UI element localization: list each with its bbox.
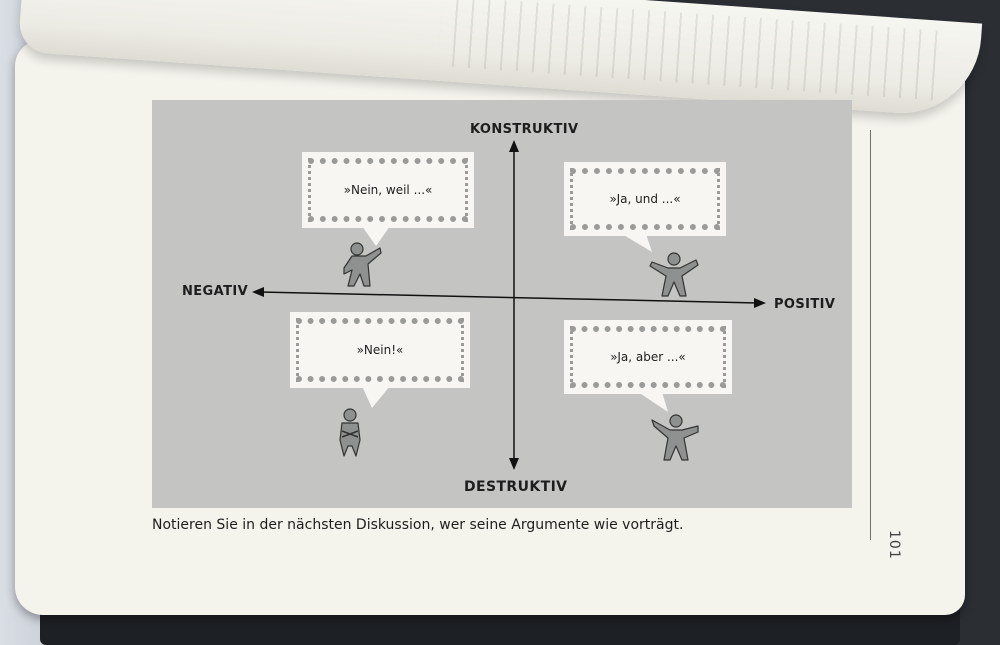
quadrant-diagram: KONSTRUKTIV DESTRUKTIV NEGATIV POSITIV »…: [152, 100, 852, 508]
speech-text: »Nein!«: [356, 343, 404, 357]
page-margin-rule: [870, 130, 871, 540]
speech-bubble-top-left: »Nein, weil ...«: [302, 152, 474, 228]
axis-label-right: POSITIV: [774, 297, 836, 312]
text-lines-decoration: [437, 0, 942, 101]
page-number: 101: [886, 530, 902, 560]
figure-arms-crossed-icon: [339, 408, 361, 457]
bubble-tail-top-right: [622, 234, 652, 252]
speech-bubble-top-right: »Ja, und ...«: [564, 162, 726, 236]
arrow-right-icon: [754, 298, 766, 308]
bubble-tail-top-left: [362, 226, 390, 246]
axis-label-bottom: DESTRUKTIV: [464, 479, 568, 495]
arrow-left-icon: [252, 287, 264, 297]
axis-label-left: NEGATIV: [182, 284, 249, 299]
axis-label-top: KONSTRUKTIV: [470, 122, 579, 137]
speech-text: »Nein, weil ...«: [343, 183, 433, 197]
bubble-tail-bottom-left: [362, 386, 390, 408]
figure-caption: Notieren Sie in der nächsten Diskussion,…: [152, 517, 684, 533]
speech-text: »Ja, aber ...«: [610, 350, 686, 364]
axes: [252, 140, 766, 470]
speech-bubble-bottom-right: »Ja, aber ...«: [564, 320, 732, 394]
speech-text: »Ja, und ...«: [609, 192, 681, 206]
figure-cheering-icon: [649, 252, 699, 297]
bubble-tail-bottom-right: [638, 392, 668, 412]
arrow-down-icon: [509, 458, 519, 470]
horizontal-axis: [259, 291, 759, 304]
arrow-up-icon: [509, 140, 519, 152]
figure-hesitant-icon: [651, 414, 699, 461]
speech-bubble-bottom-left: »Nein!«: [290, 312, 470, 388]
figure-pointing-icon: [343, 242, 382, 287]
